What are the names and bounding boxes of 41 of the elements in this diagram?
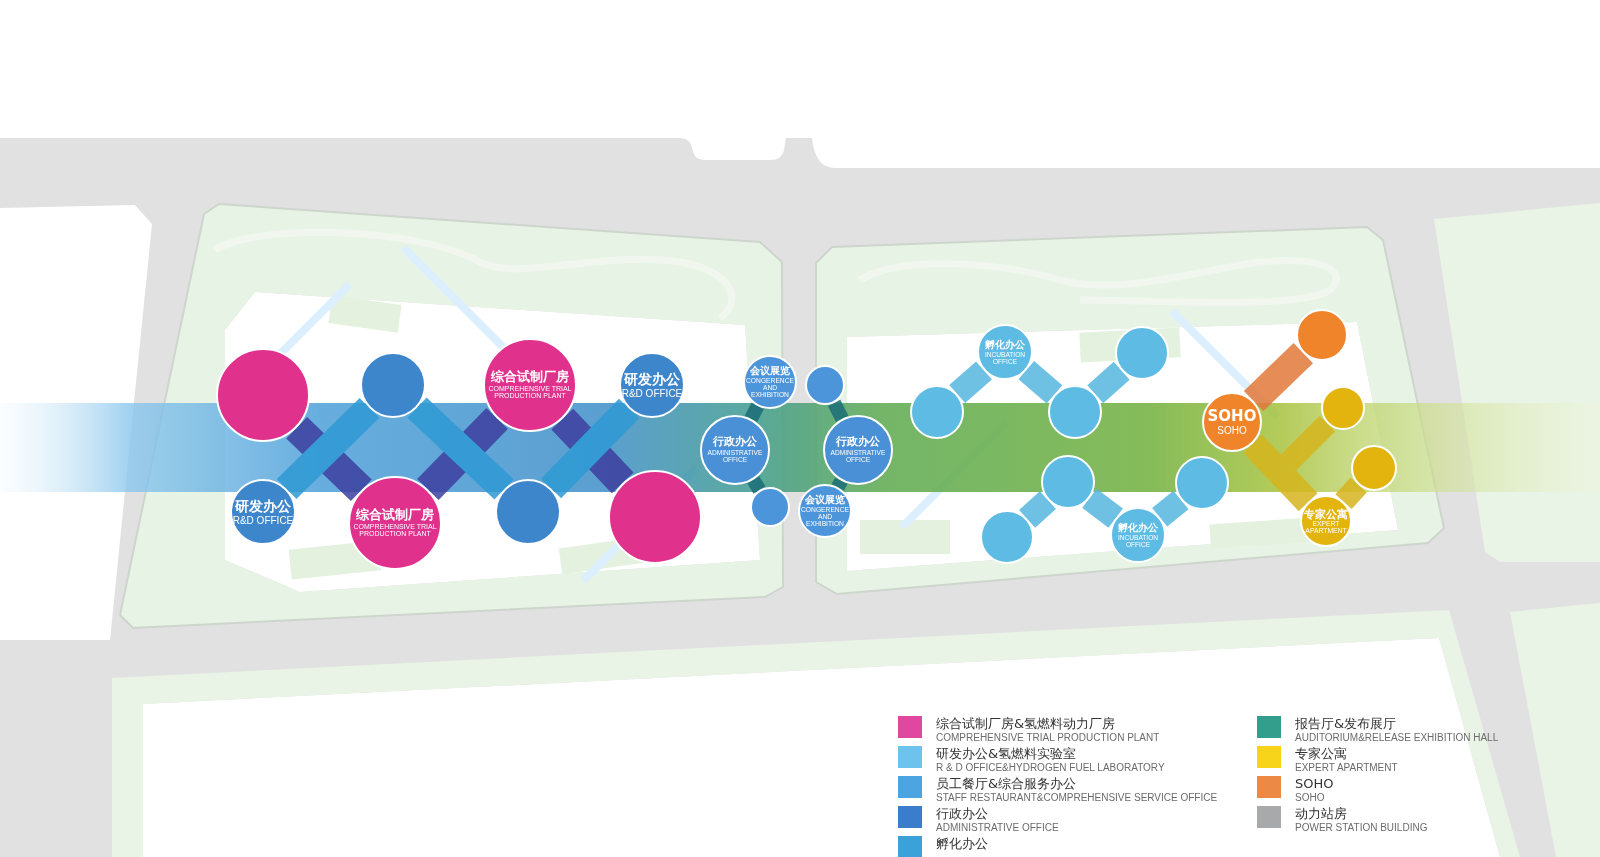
link-bar <box>1243 434 1289 481</box>
link-bar <box>1082 488 1123 528</box>
legend-label: 动力站房 POWER STATION BUILDING <box>1295 806 1428 834</box>
link-bar <box>1335 477 1367 510</box>
legend-label: 综合试制厂房&氢燃料动力厂房 COMPREHENSIVE TRIAL PRODUCTION PLANT <box>936 716 1160 744</box>
link-bar <box>1019 491 1056 528</box>
bubble-title: 研发办公 <box>235 498 291 515</box>
link-bar <box>949 361 992 404</box>
link-bar <box>744 402 764 423</box>
bubble-title: 会议展览 <box>750 365 790 377</box>
bubble-title: 综合试制厂房 <box>356 507 434 523</box>
legend-label: 孵化办公 <box>936 836 988 852</box>
legend-label: SOHO SOHO <box>1295 776 1334 804</box>
bubble-subtitle: R&D OFFICE <box>232 514 294 526</box>
link-bar <box>276 398 380 499</box>
bubble-title: 行政办公 <box>836 436 880 450</box>
bubble-title: SOHO <box>1207 407 1257 426</box>
bubble-title: 研发办公 <box>624 371 680 388</box>
legend-label: 专家公寓 EXPERT APARTMENT <box>1295 746 1398 774</box>
link-bar <box>407 397 514 500</box>
link-bar <box>1269 462 1318 512</box>
link-bar <box>747 476 766 494</box>
legend-label: 报告厅&发布展厅 AUDITORIUM&RELEASE EXHIBITION HALL <box>1295 716 1499 744</box>
bubble-title: 专家公寓 <box>1304 507 1348 520</box>
link-bar <box>1018 361 1063 404</box>
function-bubble <box>1321 386 1365 430</box>
link-bar <box>1087 361 1130 404</box>
link-bar <box>827 399 849 422</box>
bubble-title: 孵化办公 <box>1118 522 1158 534</box>
bubble-subtitle: R&D OFFICE <box>621 387 683 399</box>
bubble-title: 会议展览 <box>805 494 845 506</box>
legend-label: 行政办公 ADMINISTRATIVE OFFICE <box>936 806 1059 834</box>
legend-label: 员工餐厅&综合服务办公 STAFF RESTAURANT&COMPREHENSIVE SERVICE OFFICE <box>936 776 1218 804</box>
bubble-title: 综合试制厂房 <box>491 369 569 385</box>
bubble-subtitle: SOHO <box>1217 425 1247 437</box>
legend-label: 研发办公&氢燃料实验室 R & D OFFICE&HYDROGEN FUEL LABORATORY <box>936 746 1165 774</box>
bubble-title: 孵化办公 <box>985 339 1025 351</box>
bubble-title: 行政办公 <box>713 436 757 450</box>
link-bar <box>831 477 848 491</box>
link-bar <box>1152 490 1189 527</box>
link-bar <box>1280 415 1336 471</box>
